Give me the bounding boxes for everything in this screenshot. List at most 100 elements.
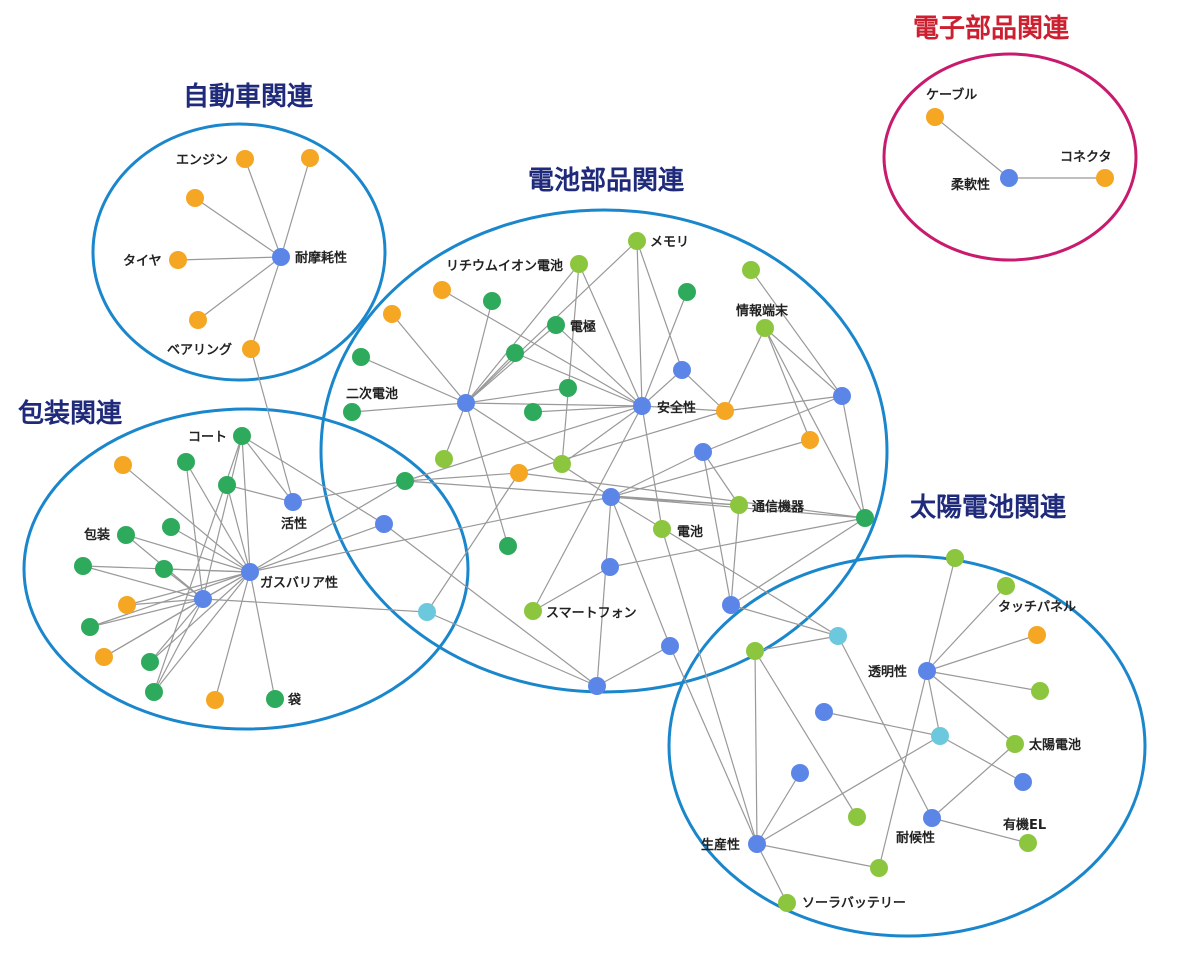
node-b6 (742, 261, 760, 279)
edge-safety-smart (532, 405, 643, 612)
node-labels: エンジン タイヤ ベアリング 耐摩耗性 ケーブル コネクタ 柔軟性 コート 活性… (84, 87, 1111, 911)
edge-prod-sbat (756, 843, 788, 904)
label-activity: 活性 (281, 516, 307, 532)
node-p12 (118, 596, 136, 614)
node-p2 (114, 456, 132, 474)
node-p15 (141, 653, 159, 671)
label-wear-resistance: 耐摩耗性 (295, 250, 347, 266)
edge-wear-a2 (280, 157, 311, 258)
edge-sec-safety (465, 402, 643, 407)
node-b16 (524, 403, 542, 421)
edge-gas-p13 (89, 571, 251, 628)
node-b13 (559, 379, 577, 397)
node-b34 (588, 677, 606, 695)
cluster-title-electronic: 電子部品関連 (913, 14, 1070, 44)
node-b11 (352, 348, 370, 366)
node-p9 (155, 560, 173, 578)
node-p4 (218, 476, 236, 494)
node-pack (117, 526, 135, 544)
edge-br2-b24 (404, 472, 520, 482)
node-mem (628, 232, 646, 250)
edge-b6-b19 (750, 269, 843, 397)
node-p8 (74, 557, 92, 575)
edge-cy2-b25 (610, 496, 839, 637)
edge-s5-cy2 (754, 635, 839, 652)
label-touch-panel: タッチパネル (998, 600, 1076, 615)
label-productivity: 生産性 (701, 837, 740, 853)
node-s2 (997, 577, 1015, 595)
node-bag (266, 690, 284, 708)
node-p17 (206, 691, 224, 709)
node-s5 (746, 642, 764, 660)
cluster-title-battery: 電池部品関連 (528, 166, 685, 196)
node-cy2 (829, 627, 847, 645)
node-act (284, 493, 302, 511)
edge-sec-b21 (443, 402, 467, 460)
label-coat: コート (188, 430, 227, 445)
label-packaging: 包装 (84, 527, 110, 543)
node-s12 (1014, 773, 1032, 791)
edge-act-br2 (292, 480, 406, 503)
node-p3 (177, 453, 195, 471)
edge-p11-p15 (149, 598, 204, 663)
node-p6 (162, 518, 180, 536)
edge-gas-p4 (226, 484, 251, 573)
edge-gas-b25 (249, 496, 612, 573)
node-s11 (791, 764, 809, 782)
node-a6 (189, 311, 207, 329)
edge-b33-b34 (596, 645, 671, 687)
node-tire (169, 251, 187, 269)
edge-gas-p6 (170, 526, 251, 573)
label-electrode: 電極 (570, 319, 596, 335)
edge-br1-b34 (383, 523, 598, 687)
node-b24 (510, 464, 528, 482)
edge-b18-b19 (724, 395, 843, 412)
edge-safety-mem (636, 240, 643, 407)
nodes (74, 108, 1114, 912)
edge-p11-p14 (103, 598, 204, 658)
node-flex (1000, 169, 1018, 187)
edge-b32-cy2 (730, 604, 839, 637)
node-info (756, 319, 774, 337)
node-comm (730, 496, 748, 514)
edge-coat-act (241, 435, 294, 503)
node-oel (1019, 834, 1037, 852)
node-b4 (483, 292, 501, 310)
node-conn (1096, 169, 1114, 187)
edge-safety-b3 (441, 289, 643, 407)
edge-prod-s11 (756, 772, 801, 845)
edge-cy1-b24 (426, 472, 520, 613)
node-wear (272, 248, 290, 266)
edge-sec-b13 (465, 387, 569, 404)
cluster-title-auto: 自動車関連 (183, 81, 314, 112)
edge-comm-b32 (730, 504, 740, 606)
edge-safety-li (578, 263, 643, 407)
node-li (570, 255, 588, 273)
label-tire: タイヤ (123, 254, 162, 269)
node-bearing (242, 340, 260, 358)
edge-safety-b5 (641, 291, 688, 407)
edge-cy3-s12 (939, 735, 1024, 783)
edge-b25-b34 (596, 496, 612, 687)
node-smart (524, 602, 542, 620)
edge-gas-p9 (163, 568, 251, 573)
label-memory: メモリ (650, 235, 689, 250)
edge-li-b22 (561, 263, 580, 465)
node-b18 (716, 402, 734, 420)
node-a2 (301, 149, 319, 167)
label-info-terminal: 情報端末 (736, 303, 789, 319)
edge-prod-b33 (669, 645, 758, 845)
node-b17 (343, 403, 361, 421)
node-p13 (81, 618, 99, 636)
label-battery-node: 電池 (677, 524, 703, 540)
node-cable (926, 108, 944, 126)
edge-p11-p3 (185, 461, 204, 600)
cluster-title-solar: 太陽電池関連 (910, 493, 1067, 523)
edge-wear-bearing (250, 256, 282, 350)
node-sbat (778, 894, 796, 912)
label-lithium-ion: リチウムイオン電池 (446, 258, 563, 274)
node-p11 (194, 590, 212, 608)
node-engine (236, 150, 254, 168)
node-b5 (678, 283, 696, 301)
